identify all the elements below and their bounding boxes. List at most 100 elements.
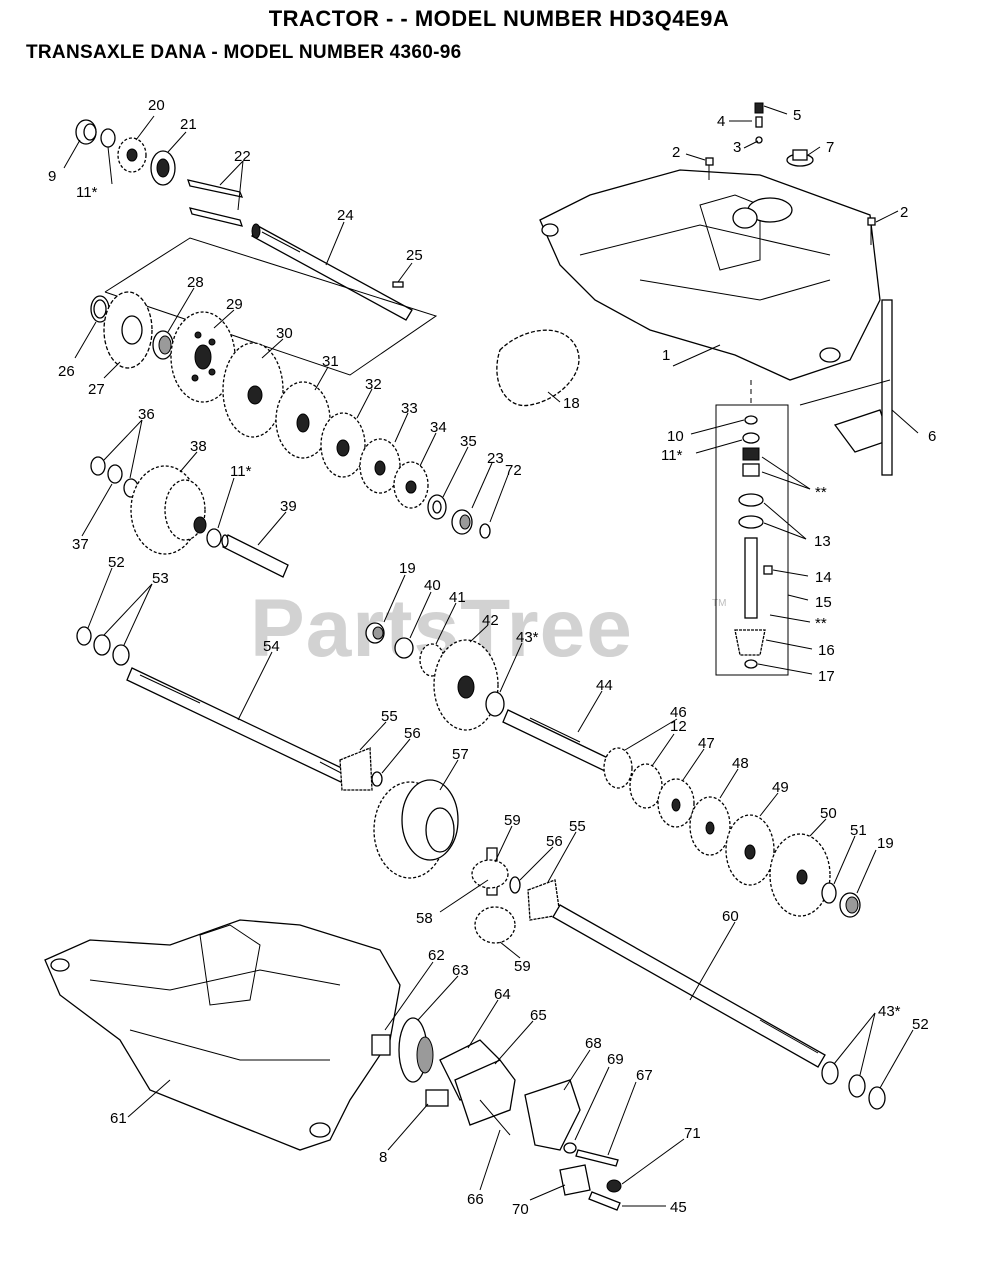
part-36-washers bbox=[90, 456, 139, 498]
label-7: 7 bbox=[826, 139, 834, 156]
label-10: 10 bbox=[667, 428, 684, 445]
label-26: 26 bbox=[58, 363, 75, 380]
label-70: 70 bbox=[512, 1201, 529, 1218]
part-25-key bbox=[392, 281, 404, 288]
part-49-gear bbox=[725, 814, 775, 886]
part-56-ring-b bbox=[509, 876, 521, 894]
part-61-housing bbox=[44, 919, 401, 1151]
bearings-double-star bbox=[742, 447, 760, 477]
label-55-b: 55 bbox=[569, 818, 586, 835]
part-48-gear bbox=[689, 796, 731, 856]
label-55-a: 55 bbox=[381, 708, 398, 725]
part-17-ring bbox=[744, 659, 758, 669]
label-54: 54 bbox=[263, 638, 280, 655]
part-1-housing bbox=[539, 169, 881, 381]
part-54-axle bbox=[126, 667, 351, 785]
part-51-washer bbox=[821, 882, 837, 904]
label-53: 53 bbox=[152, 570, 169, 587]
label-69: 69 bbox=[607, 1051, 624, 1068]
part-16-pinion bbox=[734, 629, 766, 656]
label-38: 38 bbox=[190, 438, 207, 455]
label-60: 60 bbox=[722, 908, 739, 925]
part-9-bushing bbox=[75, 119, 97, 145]
part-66-pin bbox=[479, 1099, 511, 1136]
label-22: 22 bbox=[234, 148, 251, 165]
part-63-disc bbox=[398, 1017, 434, 1083]
label-57: 57 bbox=[452, 746, 469, 763]
label-11-b: 11* bbox=[230, 463, 252, 480]
label-48: 48 bbox=[732, 755, 749, 772]
label-45: 45 bbox=[670, 1199, 687, 1216]
part-42-gear bbox=[433, 639, 499, 731]
part-21-bearing bbox=[150, 150, 176, 186]
label-25: 25 bbox=[406, 247, 423, 264]
label-15: 15 bbox=[815, 594, 832, 611]
part-44-shaft bbox=[502, 709, 613, 773]
part-40-bushing bbox=[394, 637, 414, 659]
part-3-4-5-plug bbox=[754, 102, 764, 144]
label-8: 8 bbox=[379, 1149, 387, 1166]
label-11-c: 11* bbox=[661, 447, 683, 464]
part-34-gear bbox=[393, 461, 429, 509]
part-46-gear bbox=[603, 747, 633, 789]
label-50: 50 bbox=[820, 805, 837, 822]
label-6: 6 bbox=[928, 428, 936, 445]
part-43-washer bbox=[485, 691, 505, 717]
label-11-a: 11* bbox=[76, 184, 98, 201]
label-58: 58 bbox=[416, 910, 433, 927]
part-69-washer bbox=[563, 1142, 577, 1154]
label-52-a: 52 bbox=[108, 554, 125, 571]
label-20: 20 bbox=[148, 97, 165, 114]
part-39-shaft bbox=[221, 534, 289, 578]
label-28: 28 bbox=[187, 274, 204, 291]
part-59-pinion-a bbox=[471, 859, 509, 889]
part-59-pinion-b bbox=[474, 906, 516, 944]
label-27: 27 bbox=[88, 381, 105, 398]
part-12-gear bbox=[629, 763, 663, 809]
label-17: 17 bbox=[818, 668, 835, 685]
part-32-gear bbox=[320, 412, 366, 478]
part-52-ring-b bbox=[868, 1086, 886, 1110]
part-67-bolt bbox=[575, 1149, 619, 1167]
label-37: 37 bbox=[72, 536, 89, 553]
part-33-gear bbox=[359, 438, 401, 494]
assembly-outline bbox=[104, 237, 438, 376]
part-70-bracket bbox=[559, 1164, 591, 1196]
part-14-shaft bbox=[744, 537, 773, 619]
label-65: 65 bbox=[530, 1007, 547, 1024]
label-63: 63 bbox=[452, 962, 469, 979]
label-39: 39 bbox=[280, 498, 297, 515]
label-59-a: 59 bbox=[504, 812, 521, 829]
label-19-a: 19 bbox=[399, 560, 416, 577]
part-62-spacer bbox=[371, 1034, 391, 1056]
label-34: 34 bbox=[430, 419, 447, 436]
part-24-shaft bbox=[251, 223, 413, 321]
part-13-washers bbox=[738, 493, 764, 529]
part-8-pad bbox=[425, 1089, 449, 1107]
part-11-washer-c bbox=[742, 432, 760, 444]
part-52-ring bbox=[76, 626, 92, 646]
label-12: 12 bbox=[670, 718, 687, 735]
label-16: 16 bbox=[818, 642, 835, 659]
label-30: 30 bbox=[276, 325, 293, 342]
label-18: 18 bbox=[563, 395, 580, 412]
label-36: 36 bbox=[138, 406, 155, 423]
label-9: 9 bbox=[48, 168, 56, 185]
part-72-ring bbox=[479, 523, 491, 539]
label-2-a: 2 bbox=[672, 144, 680, 161]
label-41: 41 bbox=[449, 589, 466, 606]
part-38-cluster-gear bbox=[130, 465, 207, 555]
label-72: 72 bbox=[505, 462, 522, 479]
part-45-bolt bbox=[588, 1191, 621, 1211]
label-56-a: 56 bbox=[404, 725, 421, 742]
label-68: 68 bbox=[585, 1035, 602, 1052]
part-71-nut bbox=[606, 1179, 622, 1193]
part-22-keys bbox=[187, 179, 244, 227]
label-19-b: 19 bbox=[877, 835, 894, 852]
label-43-a: 43* bbox=[516, 629, 539, 646]
part-50-gear bbox=[769, 833, 831, 917]
part-11-washer-b bbox=[206, 528, 222, 548]
leader-lines bbox=[63, 105, 919, 1207]
label-14: 14 bbox=[815, 569, 832, 586]
label-13: 13 bbox=[814, 533, 831, 550]
